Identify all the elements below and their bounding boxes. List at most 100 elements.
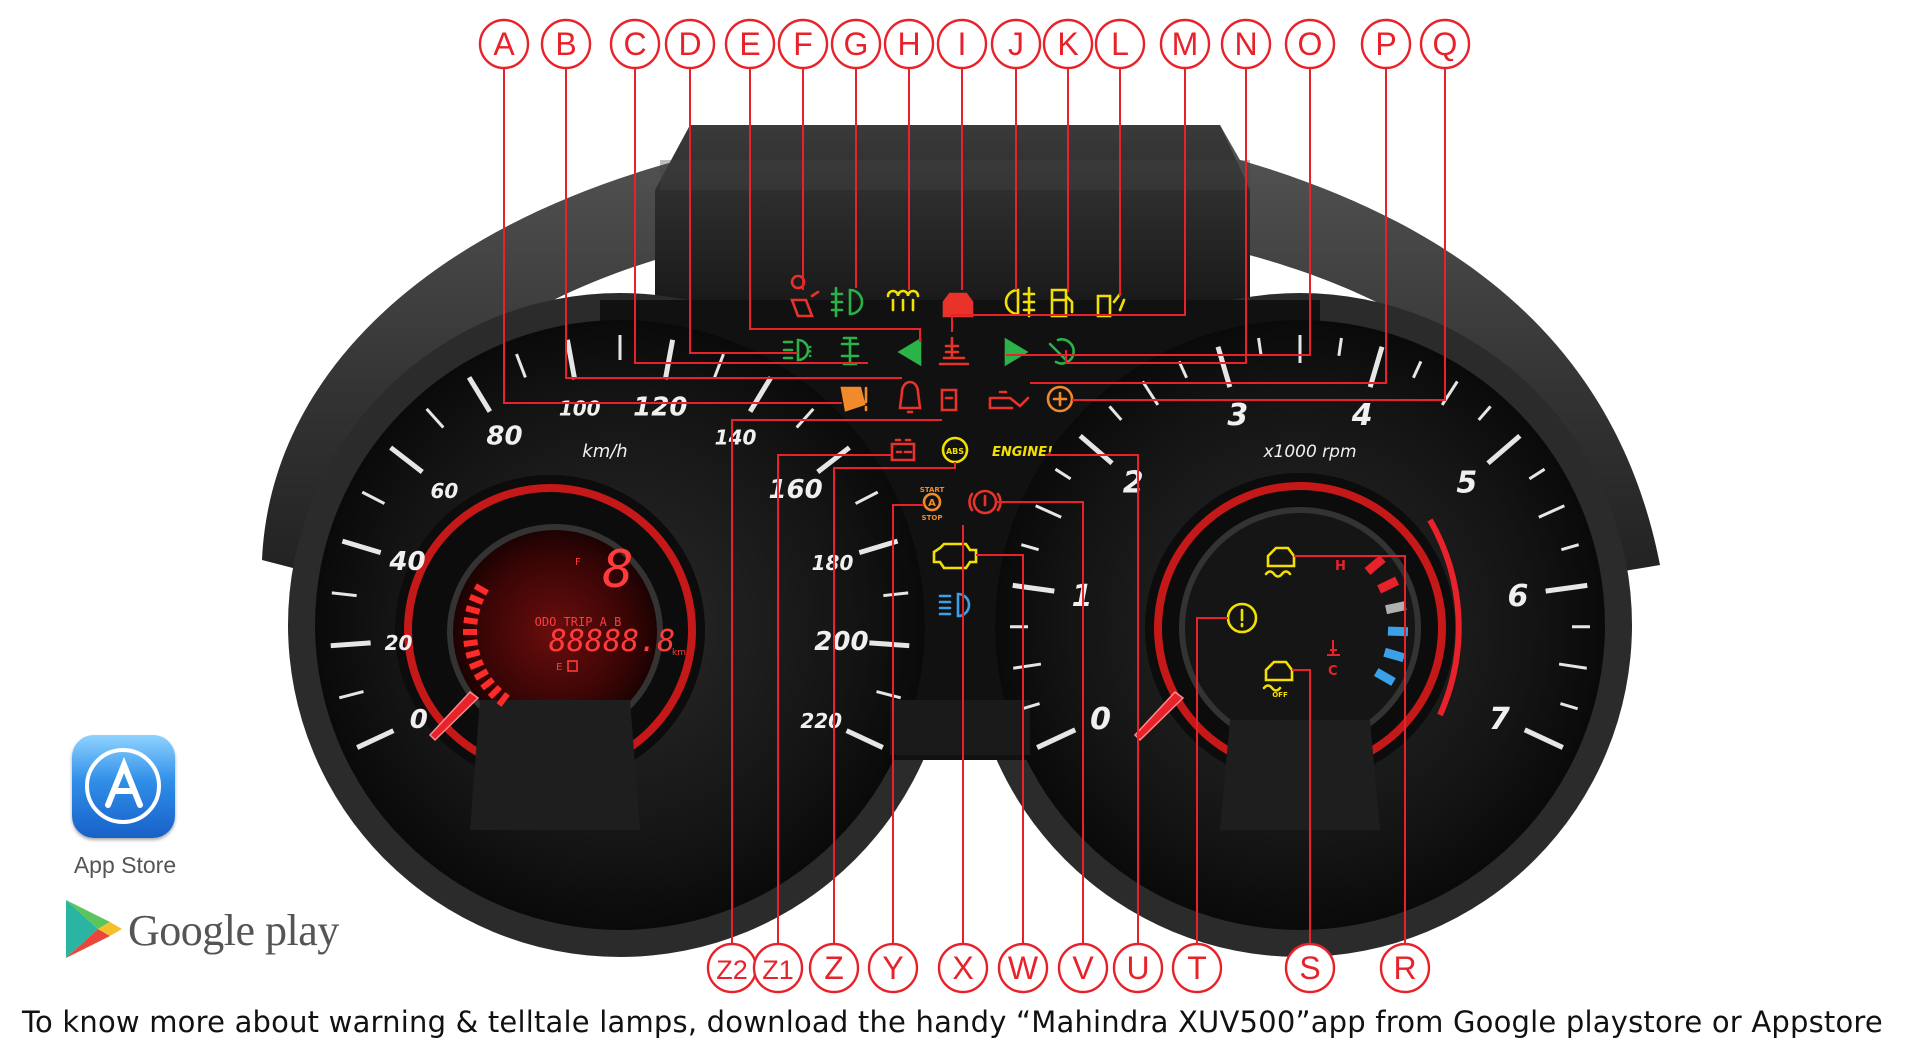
tach-tick xyxy=(1337,337,1343,357)
fuel-bar-segment xyxy=(473,668,489,681)
speedo-tick xyxy=(515,353,527,378)
callout-leader xyxy=(749,66,921,342)
callout-letter: Z2 xyxy=(716,955,748,985)
callout-letter: A xyxy=(493,26,515,62)
speedo-label: 100 xyxy=(559,397,601,421)
lcd-unit: km xyxy=(672,648,686,658)
callout-circle xyxy=(1057,942,1109,994)
callout-circle xyxy=(830,18,882,70)
callout-letter: Y xyxy=(882,950,903,986)
tach-tick xyxy=(1021,702,1041,711)
fuel-bar-segment xyxy=(473,583,489,596)
speedo-label: 80 xyxy=(486,421,522,451)
tach-tick xyxy=(1538,504,1565,519)
callout-leader xyxy=(634,66,868,364)
fuel-empty-label: E xyxy=(556,662,562,673)
tach-tick xyxy=(1558,662,1587,670)
speedo-label: 180 xyxy=(812,551,854,575)
speedo-tick xyxy=(876,690,902,700)
callout-letter: R xyxy=(1393,950,1416,986)
callout-circle xyxy=(937,942,989,994)
callout-letter: F xyxy=(793,26,813,62)
parking-brake-mark xyxy=(1052,391,1068,407)
high-beam-icon xyxy=(938,592,971,618)
fuel-bar-segment xyxy=(468,594,485,605)
tach-unit: x1000 rpm xyxy=(1262,442,1356,462)
callout-letter: X xyxy=(952,950,973,986)
callout-circle xyxy=(1284,18,1336,70)
tach-label: 7 xyxy=(1489,702,1510,737)
front-fog-icon xyxy=(830,286,864,318)
callout-leader xyxy=(565,66,902,379)
speedo-tick xyxy=(341,538,382,556)
callout-circle xyxy=(724,18,776,70)
callout-circle xyxy=(609,18,661,70)
turn-right-icon xyxy=(1004,337,1029,367)
speedo-label: 120 xyxy=(633,393,687,423)
callout-leader xyxy=(1292,669,1311,946)
lcd-gear: 8 xyxy=(602,540,633,600)
temp-gauge-segment xyxy=(1377,576,1400,594)
callout-circle xyxy=(867,942,919,994)
speedo-tick xyxy=(795,407,815,429)
callout-circle xyxy=(997,942,1049,994)
speedo-label: 220 xyxy=(800,709,842,733)
callout-leader xyxy=(1196,617,1228,946)
speedo-label: 160 xyxy=(768,475,822,505)
tach-tick xyxy=(1412,360,1423,379)
callout-letter: I xyxy=(958,26,967,62)
temp-gauge-segment xyxy=(1373,668,1396,686)
callout-leader xyxy=(976,554,1024,946)
tach-label: 0 xyxy=(1090,702,1111,737)
start-stop-letter: A xyxy=(928,498,936,509)
tach-tick xyxy=(1257,337,1263,357)
callout-letter: U xyxy=(1126,950,1149,986)
callout-circle xyxy=(1379,942,1431,994)
callout-circle xyxy=(1419,18,1471,70)
tach-needle xyxy=(1133,690,1185,742)
callout-leader xyxy=(731,419,942,946)
lcd-odometer: 88888.8 xyxy=(549,624,675,659)
callout-leader xyxy=(1045,454,1139,946)
fuel-bar-segment xyxy=(463,617,479,625)
coolant-temp-warning-icon xyxy=(938,336,970,366)
parking-lamp-text: ⫶ xyxy=(808,343,812,362)
speedo-tick xyxy=(330,640,371,649)
fuel-bar-segment xyxy=(468,659,485,670)
hill-descent-icon xyxy=(840,336,860,366)
callout-leader xyxy=(1065,66,1247,364)
lcd-mode: ODO TRIP A B xyxy=(535,615,622,629)
glow-plug-icon xyxy=(886,289,920,312)
tach-label: 5 xyxy=(1456,465,1477,500)
speedo-label: 140 xyxy=(715,425,757,449)
google-play-icon[interactable] xyxy=(64,898,124,960)
callout-leader xyxy=(951,66,1186,332)
callout-circle xyxy=(664,18,716,70)
app-store-icon[interactable] xyxy=(72,735,175,838)
callout-letter: V xyxy=(1072,950,1094,986)
tach-tick xyxy=(1215,346,1233,388)
google-play-label[interactable]: Google play xyxy=(128,906,339,955)
app-store-label[interactable]: App Store xyxy=(73,852,177,878)
temp-gauge-segment xyxy=(1383,647,1406,663)
fuel-pump-icon xyxy=(567,660,578,672)
callout-leader xyxy=(1030,66,1387,384)
callout-letter: Z1 xyxy=(762,955,794,985)
temp-gauge-segment xyxy=(1385,601,1407,615)
temp-cold-label: C xyxy=(1328,664,1338,679)
callout-letter: L xyxy=(1111,26,1129,62)
door-open-icon xyxy=(942,292,974,318)
callout-letter: G xyxy=(844,26,869,62)
callout-circle xyxy=(1171,942,1223,994)
seat-belt-icon xyxy=(940,388,958,412)
tach-tick xyxy=(1177,360,1188,379)
start-stop-icon xyxy=(922,492,942,512)
speedo-tick xyxy=(425,407,445,429)
callout-letter: E xyxy=(739,26,760,62)
tach-tick xyxy=(1012,582,1055,594)
callout-circle xyxy=(1042,18,1094,70)
tach-tick xyxy=(1559,702,1579,711)
tach-tick xyxy=(1054,467,1072,481)
battery-icon xyxy=(890,438,916,462)
